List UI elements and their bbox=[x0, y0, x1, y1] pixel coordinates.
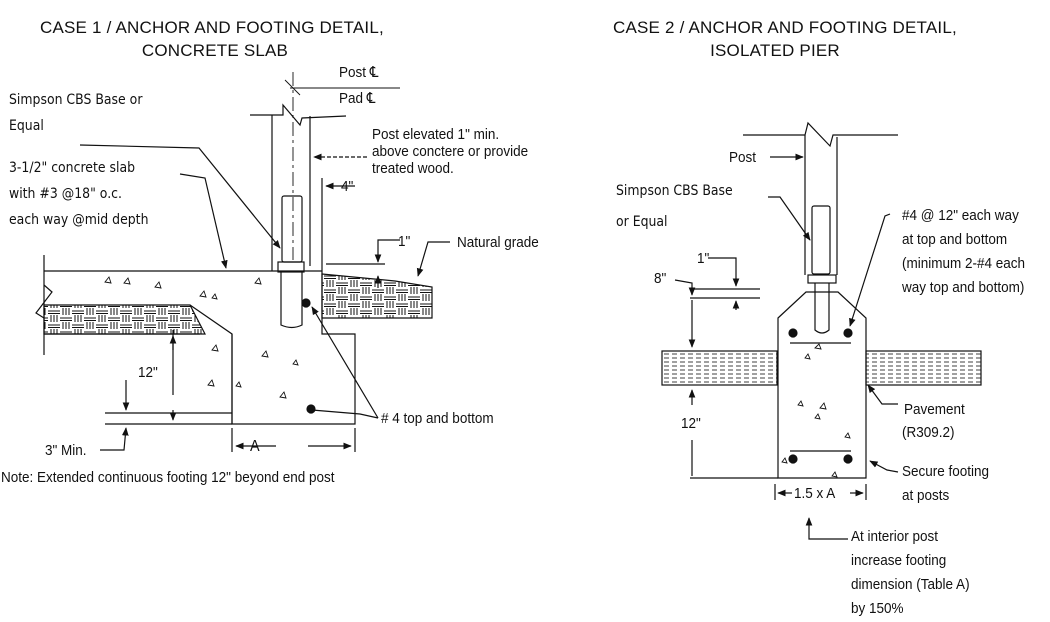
case2-interior-label-1: At interior post bbox=[851, 528, 939, 545]
case1-rebar-top bbox=[301, 298, 311, 308]
case2-secure-label-2: at posts bbox=[902, 487, 950, 504]
case1-drawing bbox=[35, 72, 450, 452]
case2-rebar-label-4: way top and bottom) bbox=[902, 279, 1025, 296]
case1-slab-label-1: 3-1/2" concrete slab bbox=[9, 160, 136, 176]
case1-post-centerline-label: Post ℄ bbox=[339, 64, 379, 81]
case1-title-line1: CASE 1 / ANCHOR AND FOOTING DETAIL, bbox=[40, 18, 384, 37]
case2-rebar-top-left bbox=[788, 328, 798, 338]
case1-aggregate bbox=[104, 276, 299, 399]
case2-title-line2: ISOLATED PIER bbox=[710, 41, 840, 60]
case2-dim-15a: 1.5 x A bbox=[794, 485, 836, 502]
case2-rebar-top-right bbox=[843, 328, 853, 338]
case1-soil-right bbox=[321, 273, 433, 319]
case1-dim-a: A bbox=[250, 438, 260, 455]
case1-post-elevated-1: Post elevated 1" min. bbox=[372, 126, 500, 143]
case1-post-elevated-3: treated wood. bbox=[372, 160, 454, 177]
case2-secure-label-1: Secure footing bbox=[902, 463, 990, 480]
case1-simpson-label-1: Simpson CBS Base or bbox=[9, 92, 143, 108]
case1-natural-grade-label: Natural grade bbox=[457, 234, 539, 251]
case1-pad-centerline-label: Pad ℄ bbox=[339, 90, 376, 107]
case2-dim-8in: 8" bbox=[654, 270, 667, 287]
case2-cbs-base bbox=[811, 205, 831, 275]
case2-dim-1in: 1" bbox=[697, 250, 710, 267]
case2-dim-12in: 12" bbox=[681, 415, 701, 432]
case2-drawing bbox=[661, 121, 982, 540]
case2-aggregate bbox=[781, 343, 851, 478]
case2-simpson-label-2: or Equal bbox=[616, 214, 668, 230]
case1-dim-12in: 12" bbox=[138, 364, 158, 381]
case1-slab-label-2: with #3 @18" o.c. bbox=[9, 186, 123, 202]
case1-note: Note: Extended continuous footing 12" be… bbox=[1, 469, 335, 486]
case2-title-line1: CASE 2 / ANCHOR AND FOOTING DETAIL, bbox=[613, 18, 957, 37]
case2-rebar-label-1: #4 @ 12" each way bbox=[902, 207, 1019, 224]
case2-interior-label-4: by 150% bbox=[851, 600, 904, 617]
case1-dim-3in-min: 3" Min. bbox=[45, 442, 87, 459]
case1-dim-1in: 1" bbox=[398, 233, 411, 250]
case2-interior-label-3: dimension (Table A) bbox=[851, 576, 970, 593]
case1-rebar-bottom bbox=[306, 404, 316, 414]
case1-slab-label-3: each way @mid depth bbox=[9, 212, 149, 228]
case2-rebar-label-2: at top and bottom bbox=[902, 231, 1008, 248]
case1-cbs-base bbox=[281, 195, 303, 263]
case2-rebar-bottom-right bbox=[843, 454, 853, 464]
case2-rebar-label-3: (minimum 2-#4 each bbox=[902, 255, 1026, 272]
case2-simpson-label-1: Simpson CBS Base bbox=[616, 183, 733, 199]
case1-title-line2: CONCRETE SLAB bbox=[141, 41, 289, 60]
case2-post-label: Post bbox=[729, 149, 757, 166]
case1-soil-left bbox=[43, 304, 206, 335]
case2-pavement-right bbox=[865, 350, 982, 386]
case2-pier bbox=[777, 291, 867, 479]
case2-rebar-bottom-left bbox=[788, 454, 798, 464]
case2-pavement-label-2: (R309.2) bbox=[902, 424, 955, 441]
case1-post-elevated-2: above conctere or provide bbox=[372, 143, 529, 160]
case2-pavement-label-1: Pavement bbox=[904, 401, 965, 418]
case2-pavement-left bbox=[661, 350, 778, 386]
case1-rebar-label: # 4 top and bottom bbox=[381, 410, 494, 427]
case1-simpson-label-2: Equal bbox=[9, 118, 44, 134]
case1-dim-4in: 4" bbox=[341, 178, 354, 195]
case2-interior-label-2: increase footing bbox=[851, 552, 947, 569]
